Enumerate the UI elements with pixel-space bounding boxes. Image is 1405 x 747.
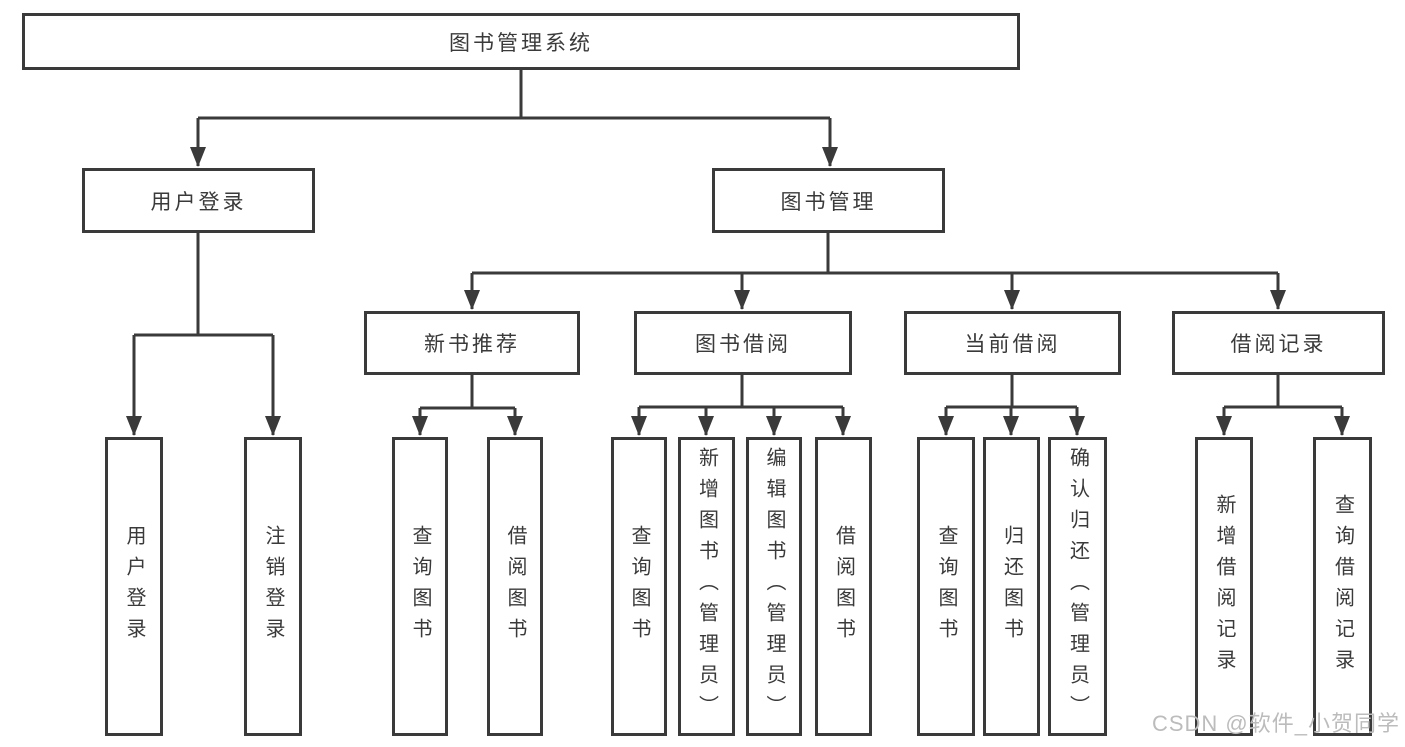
leaf-records-query: 查询借阅记录: [1313, 437, 1372, 736]
leaf-logout: 注销登录: [244, 437, 302, 736]
leaf-borrow-borrow: 借阅图书: [815, 437, 872, 736]
leaf-borrow-query: 查询图书: [611, 437, 667, 736]
node-borrow-records: 借阅记录: [1172, 311, 1385, 375]
leaf-borrow-edit-admin: 编辑图书（管理员）: [746, 437, 802, 736]
leaf-user-login: 用户登录: [105, 437, 163, 736]
node-book-borrow: 图书借阅: [634, 311, 852, 375]
leaf-current-return: 归还图书: [983, 437, 1040, 736]
leaf-newbook-borrow: 借阅图书: [487, 437, 543, 736]
leaf-borrow-add-admin: 新增图书（管理员）: [678, 437, 735, 736]
leaf-records-add: 新增借阅记录: [1195, 437, 1253, 736]
node-new-book-recommend: 新书推荐: [364, 311, 580, 375]
node-user-login: 用户登录: [82, 168, 315, 233]
node-current-borrow: 当前借阅: [904, 311, 1121, 375]
leaf-newbook-query: 查询图书: [392, 437, 448, 736]
node-root: 图书管理系统: [22, 13, 1020, 70]
leaf-current-query: 查询图书: [917, 437, 975, 736]
leaf-current-confirm-admin: 确认归还（管理员）: [1048, 437, 1107, 736]
node-book-management: 图书管理: [712, 168, 945, 233]
csdn-watermark: CSDN @软件_小贺同学: [1151, 711, 1400, 736]
